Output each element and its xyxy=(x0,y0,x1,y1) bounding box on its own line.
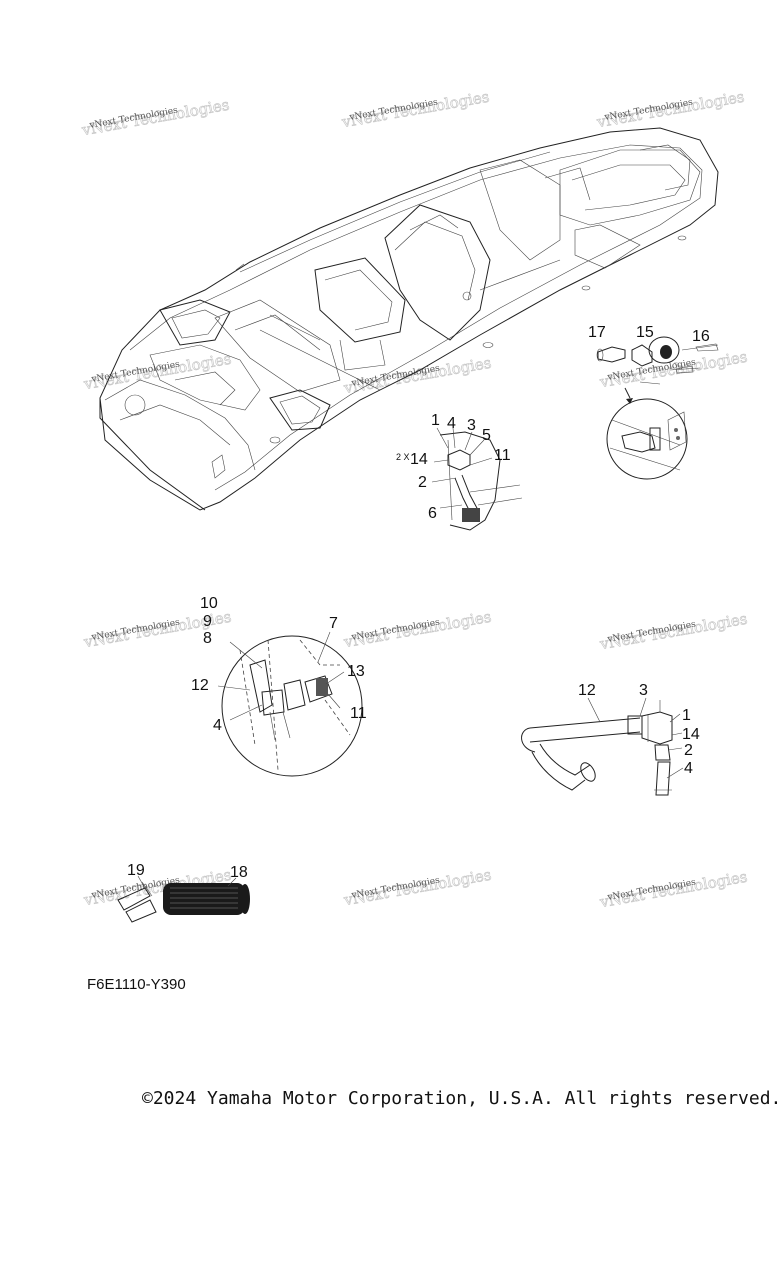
callout-3: 3 xyxy=(639,682,648,699)
watermark: vNext Technologies vNext Technologies xyxy=(341,865,493,909)
drain-detail-1-14 xyxy=(431,427,523,531)
callout-10: 10 xyxy=(200,595,218,612)
callout-quantity: 2 X xyxy=(396,452,410,462)
watermark: vNext Technologies vNext Technologies xyxy=(339,87,491,131)
watermark: vNext Technologies vNext Technologies xyxy=(597,867,749,911)
watermark: vNext Technologies vNext Technologies xyxy=(594,87,746,131)
callout-16: 16 xyxy=(692,328,710,345)
callout-8: 8 xyxy=(203,630,212,647)
callout-9: 9 xyxy=(203,613,212,630)
callout-4: 4 xyxy=(447,415,456,432)
callout-15: 15 xyxy=(636,324,654,341)
callout-14: 14 xyxy=(410,451,428,468)
callout-17: 17 xyxy=(588,324,606,341)
watermark: vNext Technologies vNext Technologies xyxy=(81,349,233,393)
callout-18: 18 xyxy=(230,864,248,881)
callout-5: 5 xyxy=(482,427,491,444)
callout-19: 19 xyxy=(127,862,145,879)
callout-2: 2 xyxy=(684,742,693,759)
callout-2: 2 xyxy=(418,474,427,491)
callout-6: 6 xyxy=(428,505,437,522)
hose-routing-detail xyxy=(217,631,363,777)
callout-4: 4 xyxy=(684,760,693,777)
callout-1: 1 xyxy=(682,707,691,724)
copyright-notice: ©2024 Yamaha Motor Corporation, U.S.A. A… xyxy=(142,1088,781,1109)
callout-14: 14 xyxy=(682,726,700,743)
callout-4: 4 xyxy=(213,717,222,734)
callout-12: 12 xyxy=(191,677,209,694)
watermark: vNext Technologies vNext Technologies xyxy=(341,607,493,651)
fitting-detail-15-17 xyxy=(596,336,719,480)
boat-hull-illustration xyxy=(99,127,719,511)
callout-7: 7 xyxy=(329,615,338,632)
watermark: vNext Technologies vNext Technologies xyxy=(79,95,231,139)
callout-12: 12 xyxy=(578,682,596,699)
callout-labels: 17 15 16 1 4 3 5 2 X 14 11 2 6 10 9 8 7 … xyxy=(127,324,710,881)
callout-11: 11 xyxy=(494,447,511,464)
part-code: F6E1110-Y390 xyxy=(87,976,186,993)
hose-assembly xyxy=(521,697,684,796)
callout-3: 3 xyxy=(467,417,476,434)
callout-1: 1 xyxy=(431,412,440,429)
watermark-group: vNext Technologies vNext Technologies vN… xyxy=(79,87,749,911)
small-parts xyxy=(117,875,250,923)
callout-13: 13 xyxy=(347,663,365,680)
watermark: vNext Technologies vNext Technologies xyxy=(341,353,493,397)
callout-11: 11 xyxy=(350,705,367,722)
watermark: vNext Technologies vNext Technologies xyxy=(597,609,749,653)
